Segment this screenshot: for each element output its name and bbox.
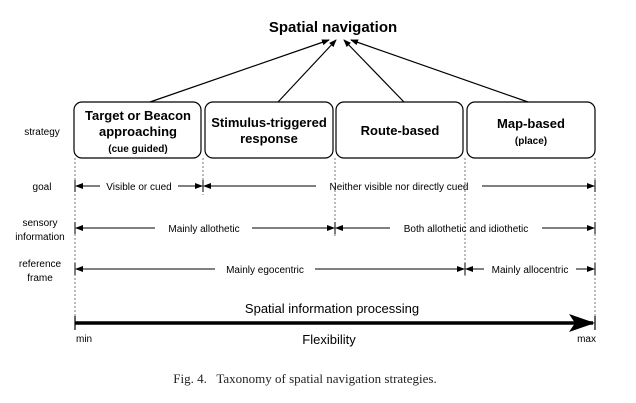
strategy-2-line2: response	[240, 131, 298, 146]
strategy-boxes	[73, 101, 596, 159]
box-route-based	[335, 101, 464, 159]
strategy-1-sub: (cue guided)	[108, 144, 167, 155]
box-map-based	[466, 101, 596, 159]
axis-min-label: min	[76, 334, 92, 345]
arrow-map	[350, 39, 529, 103]
row-label-reference-1: reference	[19, 259, 62, 270]
arrow-route	[343, 39, 405, 103]
goal-neither-label: Neither visible nor directly cued	[330, 182, 469, 193]
goal-visible-label: Visible or cued	[106, 182, 171, 193]
sensory-allothetic-label: Mainly allothetic	[168, 224, 239, 235]
strategy-2-line1: Stimulus-triggered	[211, 115, 327, 130]
flexibility-axis	[74, 314, 596, 332]
box-stimulus-triggered	[204, 101, 334, 159]
axis-title: Spatial information processing	[245, 301, 419, 316]
sensory-both-label: Both allothetic and idiothetic	[404, 224, 529, 235]
row-label-sensory-1: sensory	[22, 218, 57, 229]
box-target-beacon	[73, 101, 202, 159]
strategy-1-line1: Target or Beacon	[85, 108, 191, 123]
reference-egocentric-label: Mainly egocentric	[226, 265, 304, 276]
row-label-strategy: strategy	[24, 127, 60, 138]
strategy-4-sub: (place)	[515, 136, 547, 147]
reference-allocentric-label: Mainly allocentric	[492, 265, 569, 276]
dashed-guides	[74, 158, 596, 325]
strategy-1-line2: approaching	[99, 124, 177, 139]
diagram-title: Spatial navigation	[269, 19, 397, 36]
row-label-reference-2: frame	[27, 273, 53, 284]
convergence-arrows	[149, 39, 529, 103]
reference-row	[74, 263, 596, 275]
figure-caption: Fig. 4. Taxonomy of spatial navigation s…	[173, 371, 437, 386]
sensory-row	[74, 222, 596, 234]
strategy-4-line1: Map-based	[497, 116, 565, 131]
row-label-goal: goal	[33, 182, 52, 193]
arrow-stimulus	[277, 39, 337, 103]
axis-name: Flexibility	[302, 332, 356, 347]
row-label-sensory-2: information	[15, 232, 64, 243]
arrow-target-beacon	[149, 39, 330, 103]
goal-row	[74, 180, 596, 192]
strategy-3-line1: Route-based	[361, 123, 440, 138]
axis-max-label: max	[577, 334, 596, 345]
